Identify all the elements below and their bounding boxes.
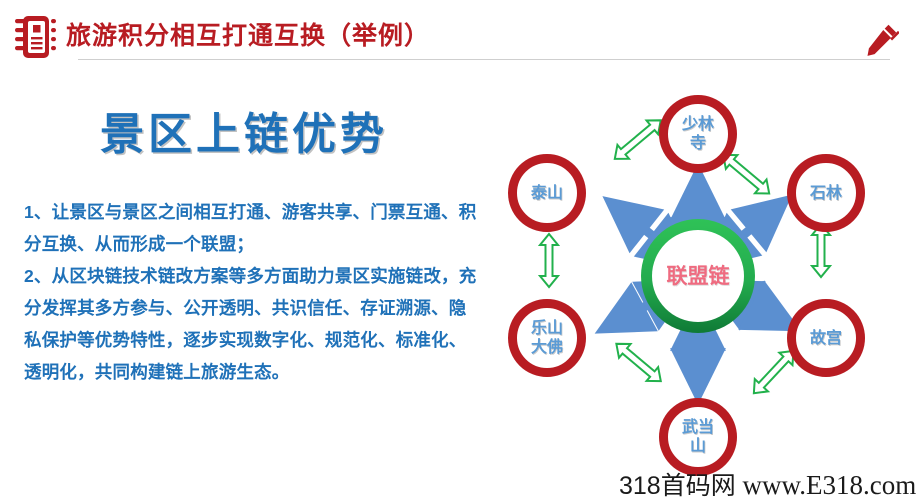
body-paragraph-1: 1、让景区与景区之间相互打通、游客共享、门票互通、积分互换、从而形成一个联盟； xyxy=(24,202,477,254)
node-shilin[interactable]: 石林 xyxy=(787,154,865,232)
watermark-url: www.E318.com xyxy=(742,470,917,500)
node-wudangshan-line2: 山 xyxy=(689,438,706,455)
node-taishan[interactable]: 泰山 xyxy=(508,154,586,232)
notebook-icon xyxy=(12,14,64,60)
node-shaolin-label: 少林 寺 xyxy=(682,115,714,153)
link-gugong-wudangshan xyxy=(752,349,795,395)
node-gugong[interactable]: 故宫 xyxy=(787,299,865,377)
pencil-icon[interactable] xyxy=(865,22,900,56)
header-divider xyxy=(78,59,890,60)
node-wudangshan-line1: 武当 xyxy=(681,419,714,436)
node-shaolin-line2: 寺 xyxy=(689,135,706,152)
node-taishan-label: 泰山 xyxy=(530,184,563,202)
node-shaolin-line1: 少林 xyxy=(681,116,714,133)
node-wudangshan[interactable]: 武当 山 xyxy=(659,398,737,476)
page-title: 旅游积分相互打通互换（举例） xyxy=(66,22,431,50)
node-gugong-label: 故宫 xyxy=(809,329,842,347)
node-leshandafo[interactable]: 乐山 大佛 xyxy=(508,299,586,377)
node-leshandafo-line2: 大佛 xyxy=(530,339,563,356)
watermark-site-name: 318首码网 xyxy=(619,472,736,500)
section-heading: 景区上链优势 xyxy=(100,110,388,159)
section-body: 1、让景区与景区之间相互打通、游客共享、门票互通、积分互换、从而形成一个联盟； … xyxy=(24,196,480,388)
link-wudangshan-leshandafo xyxy=(615,342,662,383)
node-wudangshan-label: 武当 山 xyxy=(682,418,714,456)
link-shaolin-shilin xyxy=(722,153,771,195)
hub-label-line1: 联盟 xyxy=(666,264,709,288)
alliance-chain-diagram: 联盟 链 少林 寺 石林 故宫 武当 山 乐山 大佛 xyxy=(480,80,917,480)
node-shaolin[interactable]: 少林 寺 xyxy=(659,95,737,173)
hub-node-label: 联盟 链 xyxy=(652,230,744,322)
link-shilin-gugong xyxy=(809,222,833,279)
hub-node-alliance-chain[interactable]: 联盟 链 xyxy=(641,219,755,333)
link-leshandafo-taishan xyxy=(537,232,561,289)
watermark: 318首码网 www.E318.com xyxy=(619,466,916,501)
link-taishan-shaolin xyxy=(613,119,662,160)
node-leshandafo-line1: 乐山 xyxy=(530,320,563,337)
node-shilin-label: 石林 xyxy=(809,184,842,202)
hub-label-line2: 链 xyxy=(708,264,730,288)
node-leshandafo-label: 乐山 大佛 xyxy=(531,319,563,357)
body-paragraph-2: 2、从区块链技术链改方案等多方面助力景区实施链改，充分发挥其多方参与、公开透明、… xyxy=(24,266,477,382)
slide-header: 旅游积分相互打通互换（举例） xyxy=(0,0,917,72)
